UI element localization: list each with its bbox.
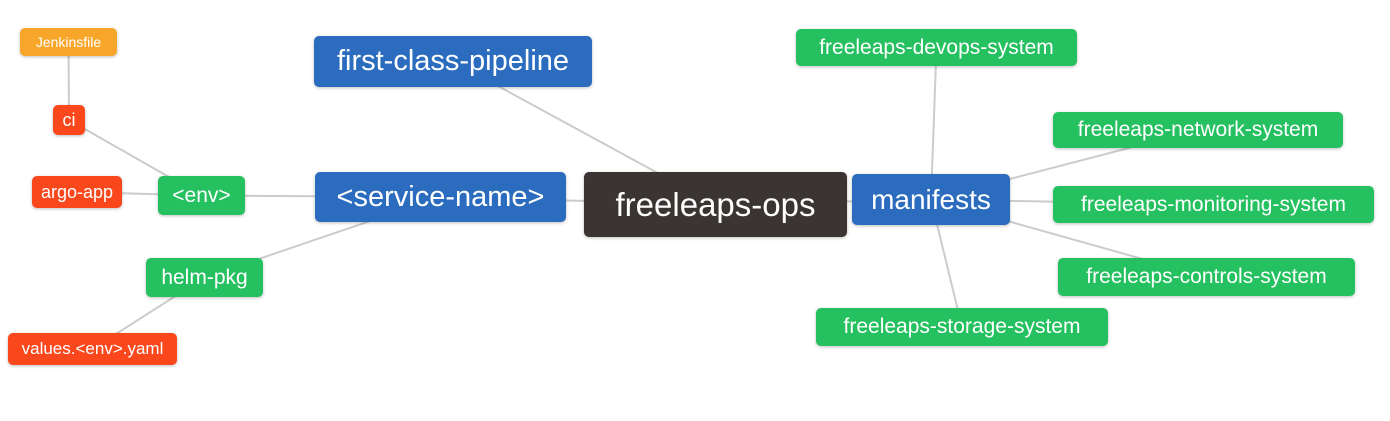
node-freeleaps-monitoring-system[interactable]: freeleaps-monitoring-system (1053, 186, 1374, 223)
node-freeleaps-devops-system[interactable]: freeleaps-devops-system (796, 29, 1077, 66)
node-ci[interactable]: ci (53, 105, 85, 135)
node-freeleaps-storage-system[interactable]: freeleaps-storage-system (816, 308, 1108, 346)
node-manifests[interactable]: manifests (852, 174, 1010, 225)
node-service-name[interactable]: <service-name> (315, 172, 566, 222)
node-first-class-pipeline[interactable]: first-class-pipeline (314, 36, 592, 87)
node-freeleaps-ops-root[interactable]: freeleaps-ops (584, 172, 847, 237)
node-values-env-yaml[interactable]: values.<env>.yaml (8, 333, 177, 365)
node-helm-pkg[interactable]: helm-pkg (146, 258, 263, 297)
node-jenkinsfile[interactable]: Jenkinsfile (20, 28, 117, 56)
node-argo-app[interactable]: argo-app (32, 176, 122, 208)
node-freeleaps-controls-system[interactable]: freeleaps-controls-system (1058, 258, 1355, 296)
node-env[interactable]: <env> (158, 176, 245, 215)
node-freeleaps-network-system[interactable]: freeleaps-network-system (1053, 112, 1343, 148)
